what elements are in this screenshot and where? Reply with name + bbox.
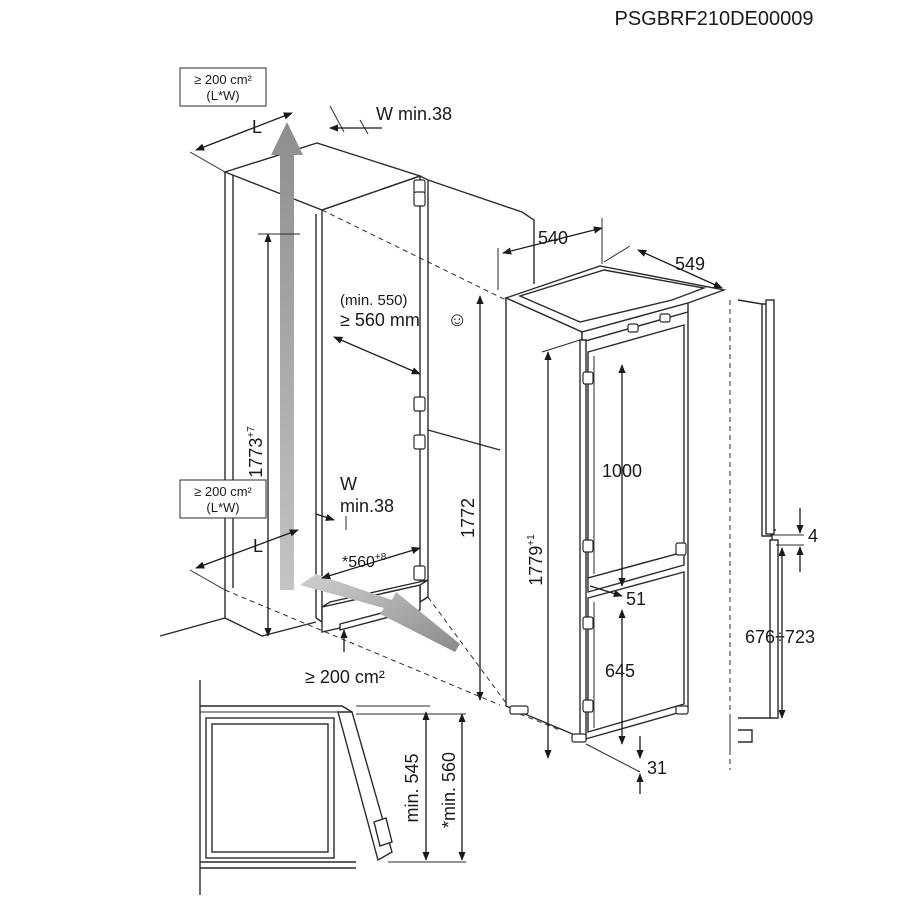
- dimension-W-top: W min.38: [329, 104, 452, 135]
- svg-text:1000: 1000: [602, 461, 642, 481]
- svg-text:31: 31: [647, 758, 667, 778]
- svg-text:1779+1: 1779+1: [526, 534, 546, 586]
- document-code: PSGBRF210DE00009: [614, 8, 813, 30]
- svg-text:645: 645: [605, 661, 635, 681]
- svg-text:1773+7: 1773+7: [246, 426, 266, 478]
- dimension-min-545: min. 545: [402, 711, 430, 861]
- hinge-icon: [413, 434, 426, 450]
- dimension-min-560: *min. 560: [439, 713, 466, 861]
- svg-text:*560+8: *560+8: [342, 552, 387, 571]
- svg-text:W min.38: W min.38: [376, 104, 452, 124]
- depth-requirement: (min. 550) ≥ 560 mm ☺: [333, 292, 467, 375]
- vent-label-top: ≥ 200 cm² (L*W): [179, 67, 267, 107]
- hinge-icon: [582, 616, 594, 630]
- fitting-icon: [627, 323, 639, 333]
- hinge-icon: [413, 396, 426, 412]
- dimension-1000: 1000: [602, 364, 642, 587]
- hinge-icon: [582, 699, 594, 713]
- side-view-detail: [199, 680, 466, 895]
- svg-text:(L*W): (L*W): [206, 500, 239, 515]
- svg-text:L: L: [253, 536, 263, 556]
- dimension-W-mid: W min.38: [315, 474, 394, 530]
- dimension-645: 645: [605, 609, 635, 745]
- svg-text:51: 51: [626, 589, 646, 609]
- vent-label-bottom: ≥ 200 cm²: [305, 629, 385, 687]
- dimension-540: 540: [497, 218, 603, 290]
- vent-label-mid: ≥ 200 cm² (L*W): [179, 479, 267, 519]
- svg-text:(min. 550): (min. 550): [340, 292, 408, 309]
- svg-text:549: 549: [675, 254, 705, 274]
- svg-text:676÷723: 676÷723: [745, 627, 815, 647]
- dimension-51: 51: [589, 585, 646, 609]
- svg-text:1772: 1772: [458, 498, 478, 538]
- cabinet-niche: [159, 142, 561, 731]
- smiley-icon: ☺: [447, 309, 467, 331]
- hinge-icon: [582, 539, 594, 553]
- dimension-L-bottom: L: [189, 529, 299, 591]
- dimension-1772: 1772: [458, 295, 484, 701]
- hinge-icon: [413, 565, 426, 581]
- svg-text:540: 540: [538, 228, 568, 248]
- airflow-arrows: [271, 122, 460, 652]
- svg-text:W: W: [340, 474, 357, 494]
- hinge-icon: [675, 542, 687, 556]
- dimension-549: 549: [603, 245, 723, 289]
- appliance: [504, 265, 727, 743]
- svg-text:≥ 200 cm²: ≥ 200 cm²: [194, 484, 252, 499]
- svg-text:min.38: min.38: [340, 496, 394, 516]
- svg-text:min. 545: min. 545: [402, 753, 422, 822]
- dimension-niche-depth: *560+8: [321, 546, 421, 580]
- svg-text:L: L: [252, 117, 262, 137]
- svg-text:≥ 200 cm²: ≥ 200 cm²: [305, 667, 385, 687]
- svg-text:*min. 560: *min. 560: [439, 752, 459, 828]
- hinge-icon: [413, 191, 426, 207]
- furniture-door-panel: [729, 299, 804, 770]
- dimension-4: 4: [796, 508, 818, 572]
- dimension-L-top: L: [189, 112, 293, 173]
- hinge-icon: [582, 371, 594, 385]
- dimension-1779: 1779+1: [526, 339, 581, 759]
- svg-text:(L*W): (L*W): [206, 88, 239, 103]
- dimension-31: 31: [585, 736, 667, 794]
- fitting-icon: [659, 313, 671, 323]
- svg-text:≥ 560 mm: ≥ 560 mm: [340, 310, 420, 330]
- svg-text:4: 4: [808, 526, 818, 546]
- svg-text:≥ 200 cm²: ≥ 200 cm²: [194, 72, 252, 87]
- dimension-niche-height: 1773+7: [246, 233, 300, 637]
- dimension-676-723: 676÷723: [745, 547, 815, 719]
